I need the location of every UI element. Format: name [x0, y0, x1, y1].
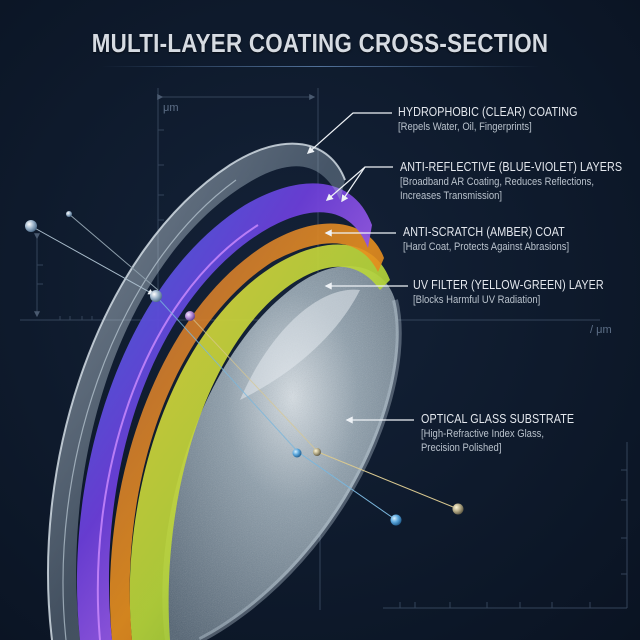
axis-unit-right: / μm — [590, 324, 612, 336]
callout-description: [High-Refractive Index Glass, — [421, 428, 545, 440]
callout-description: [Repels Water, Oil, Fingerprints] — [398, 121, 532, 133]
callout-description: [Blocks Harmful UV Radiation] — [413, 294, 541, 306]
axis-unit-top: μm — [163, 102, 179, 114]
callout-hydrophobic: HYDROPHOBIC (CLEAR) COATING [Repels Wate… — [398, 105, 607, 134]
callout-description: [Broadband AR Coating, Reduces Reflectio… — [400, 176, 595, 188]
callout-description: Precision Polished] — [421, 442, 502, 454]
callout-leaders — [306, 112, 414, 424]
lens-layers — [47, 142, 402, 640]
callout-uv-filter: UV FILTER (YELLOW-GREEN) LAYER [Blocks H… — [413, 278, 635, 307]
layer-anti-reflective — [76, 183, 372, 640]
diagram-title: MULTI-LAYER COATING CROSS-SECTION — [91, 28, 549, 58]
callout-substrate: OPTICAL GLASS SUBSTRATE [High-Refractive… — [421, 412, 599, 455]
callout-anti-reflective: ANTI-REFLECTIVE (BLUE-VIOLET) LAYERS [Br… — [400, 160, 640, 203]
callout-title: ANTI-REFLECTIVE (BLUE-VIOLET) LAYERS — [400, 160, 623, 174]
callout-title: OPTICAL GLASS SUBSTRATE — [421, 412, 575, 426]
light-rays — [30, 213, 459, 521]
layer-uv-filter — [129, 244, 390, 640]
callout-description: Increases Transmission] — [400, 190, 503, 202]
title-underline — [100, 66, 540, 67]
callout-anti-scratch: ANTI-SCRATCH (AMBER) COAT [Hard Coat, Pr… — [403, 225, 596, 254]
ray-beads — [25, 211, 464, 526]
callout-description: [Hard Coat, Protects Against Abrasions] — [403, 241, 570, 253]
callout-title: UV FILTER (YELLOW-GREEN) LAYER — [413, 278, 604, 292]
callout-title: ANTI-SCRATCH (AMBER) COAT — [403, 225, 565, 239]
callout-title: HYDROPHOBIC (CLEAR) COATING — [398, 105, 578, 119]
